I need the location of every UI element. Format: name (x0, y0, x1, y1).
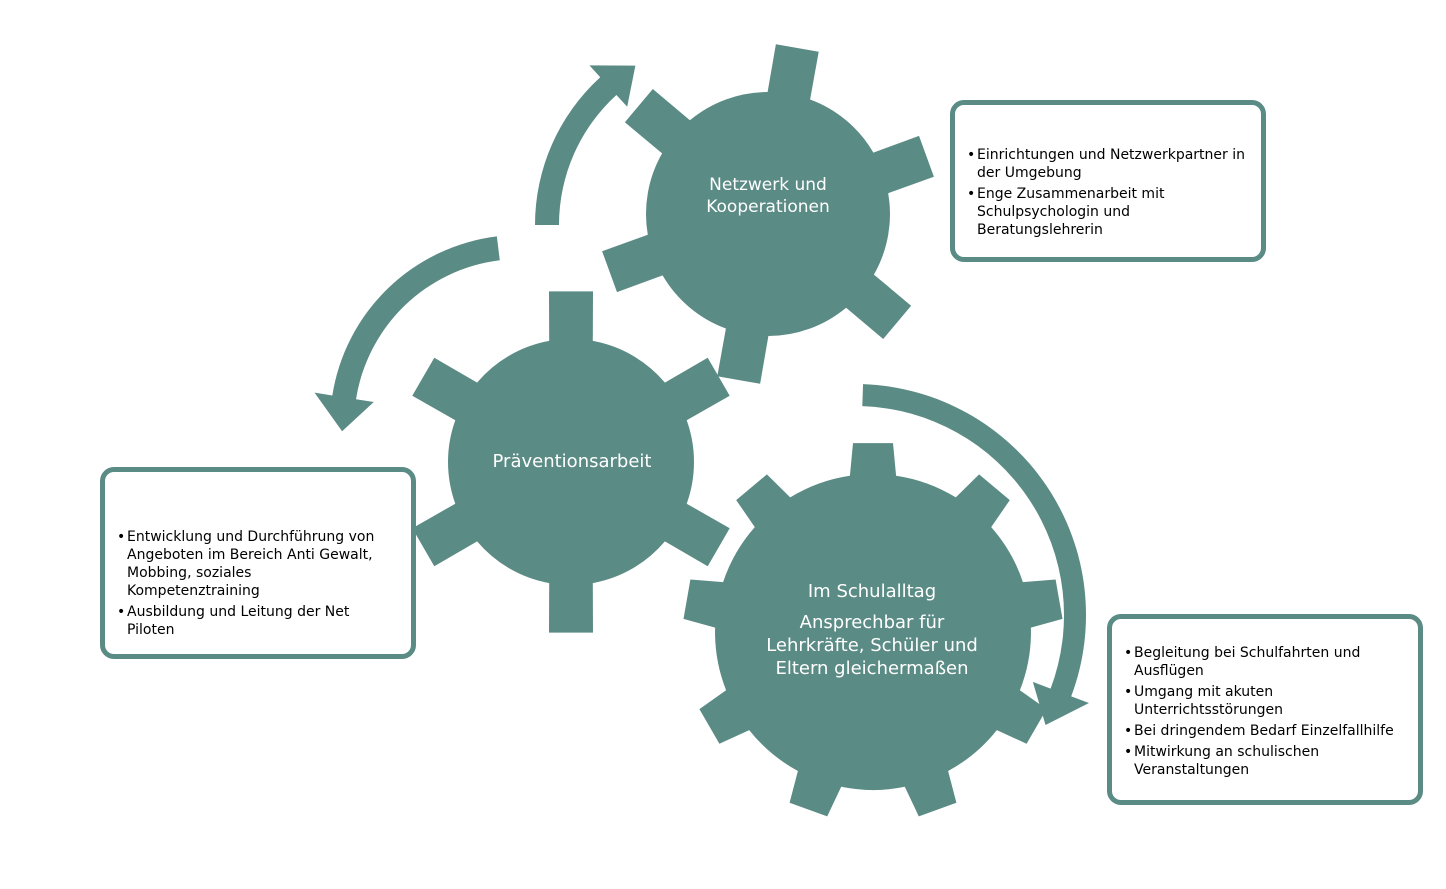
list-item-text: Umgang mit akuten Unterrichtsstörungen (1134, 684, 1283, 718)
prevention-info-list: • Entwicklung und Durchführung von Angeb… (117, 528, 387, 639)
network-gear-title-line: Kooperationen (706, 197, 830, 218)
list-item-text: Begleitung bei Schulfahrten und Ausflüge… (1134, 645, 1361, 679)
network-gear-title: Netzwerk und Kooperationen (668, 174, 868, 218)
bullet: • (117, 529, 126, 545)
school-gear-title: Im Schulalltag Ansprechbar für Lehrkräft… (742, 580, 1002, 680)
bullet: • (967, 147, 976, 163)
bullet: • (1124, 684, 1133, 700)
prevention-gear (412, 291, 730, 633)
school-gear (683, 443, 1063, 817)
school-gear-title-line: Lehrkräfte, Schüler und (766, 635, 978, 656)
bullet: • (1124, 645, 1133, 661)
school-gear-title-line: Eltern gleichermaßen (775, 658, 969, 679)
school-info-box: • Begleitung bei Schulfahrten und Ausflü… (1107, 614, 1423, 805)
bullet: • (1124, 744, 1133, 760)
list-item-text: Ausbildung und Leitung der Net Piloten (127, 604, 350, 638)
network-info-list: • Einrichtungen und Netzwerkpartner in d… (967, 146, 1245, 239)
list-item: • Bei dringendem Bedarf Einzelfallhilfe (1124, 722, 1394, 740)
list-item: • Ausbildung und Leitung der Net Piloten (117, 603, 387, 639)
network-gear-title-line: Netzwerk und (709, 175, 827, 195)
network-gear (602, 44, 934, 384)
arrow-to-network (535, 65, 636, 225)
school-info-list: • Begleitung bei Schulfahrten und Ausflü… (1124, 644, 1394, 779)
list-item: • Umgang mit akuten Unterrichtsstörungen (1124, 683, 1394, 719)
network-info-box: • Einrichtungen und Netzwerkpartner in d… (950, 100, 1266, 262)
gear-layer (412, 44, 1063, 817)
arrow-to-school-box (862, 384, 1089, 725)
list-item-text: Mitwirkung an schulischen Veranstaltunge… (1134, 744, 1320, 778)
bullet: • (967, 186, 976, 202)
school-gear-title-line: Im Schulalltag (807, 581, 937, 602)
prevention-gear-title-line: Präventionsarbeit (492, 451, 652, 472)
prevention-gear-title: Präventionsarbeit (462, 450, 682, 473)
list-item-text: Entwicklung und Durchführung von Angebot… (127, 529, 375, 599)
arrow-layer (314, 65, 1089, 725)
list-item: • Mitwirkung an schulischen Veranstaltun… (1124, 743, 1394, 779)
prevention-info-box: • Entwicklung und Durchführung von Angeb… (100, 467, 416, 659)
bullet: • (117, 604, 126, 620)
list-item: • Begleitung bei Schulfahrten und Ausflü… (1124, 644, 1394, 680)
list-item: • Einrichtungen und Netzwerkpartner in d… (967, 146, 1245, 182)
list-item-text: Bei dringendem Bedarf Einzelfallhilfe (1134, 723, 1394, 739)
list-item-text: Einrichtungen und Netzwerkpartner in der… (977, 147, 1245, 181)
school-gear-title-line: Ansprechbar für (799, 612, 945, 633)
list-item-text: Enge Zusammenarbeit mit Schulpsychologin… (977, 186, 1165, 238)
list-item: • Enge Zusammenarbeit mit Schulpsycholog… (967, 185, 1245, 239)
bullet: • (1124, 723, 1133, 739)
list-item: • Entwicklung und Durchführung von Angeb… (117, 528, 387, 600)
arrow-to-prevention (314, 236, 500, 432)
